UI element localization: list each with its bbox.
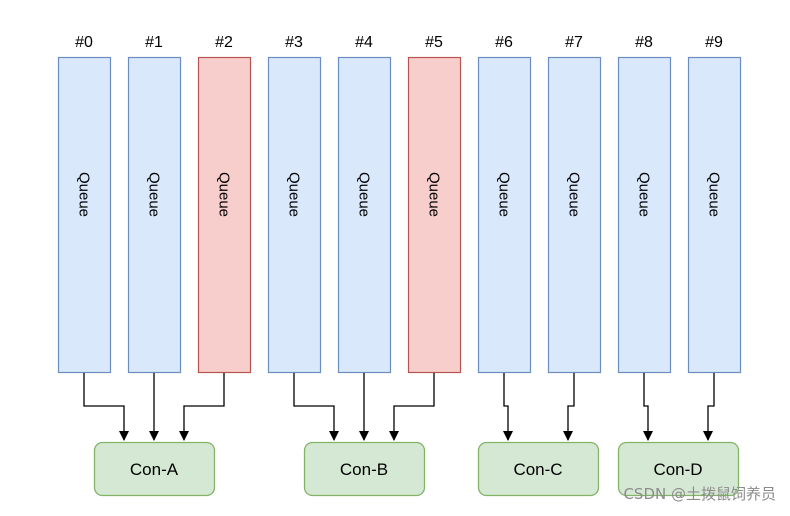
queue-box (267, 56, 322, 374)
queue-box (547, 56, 602, 374)
connector-arrow (703, 373, 715, 441)
queue-id-label: #2 (215, 34, 233, 51)
queue-text: Queue (566, 172, 583, 217)
queue-id-label: #9 (705, 34, 723, 51)
queue-box (477, 56, 532, 374)
queue-text: Queue (706, 172, 723, 217)
queue-text: Queue (356, 172, 373, 217)
queue-text: Queue (146, 172, 163, 217)
queue-id-label: #0 (75, 34, 93, 51)
queue-box (127, 56, 182, 374)
queue-id-label: #4 (355, 34, 373, 51)
queue-box-highlighted (197, 56, 252, 374)
queue-box (687, 56, 742, 374)
connector-arrow (179, 373, 225, 441)
connector-arrow (563, 373, 575, 441)
queue-id-label: #5 (425, 34, 443, 51)
queue-text: Queue (496, 172, 513, 217)
connectors-group (83, 373, 715, 441)
queue-id-label: #1 (145, 34, 163, 51)
queue-text: Queue (216, 172, 233, 217)
consumer-label: Con-B (340, 460, 388, 479)
consumers-group: Con-A Con-B Con-C Con-D (93, 441, 740, 497)
queue-id-label: #8 (635, 34, 653, 51)
consumer-label: Con-C (513, 460, 562, 479)
queue-id-label: #3 (285, 34, 303, 51)
queue-box (617, 56, 672, 374)
connector-arrow (643, 373, 653, 441)
connector-arrow (389, 373, 435, 441)
consumer-box (617, 441, 740, 497)
consumer-label: Con-A (130, 460, 179, 479)
queue-id-label: #6 (495, 34, 513, 51)
queue-box (337, 56, 392, 374)
consumer-label: Con-D (653, 460, 702, 479)
queue-box (57, 56, 112, 374)
consumer-box (477, 441, 600, 497)
queue-box-highlighted (407, 56, 462, 374)
queue-text: Queue (286, 172, 303, 217)
watermark: CSDN @土拨鼠饲养员 (623, 485, 776, 503)
queue-id-label: #7 (565, 34, 583, 51)
connector-arrow (503, 373, 513, 441)
connector-arrow (83, 373, 129, 441)
queue-text: Queue (636, 172, 653, 217)
connector-arrow (293, 373, 339, 441)
consumer-box (93, 441, 216, 497)
queue-text: Queue (426, 172, 443, 217)
queue-text: Queue (76, 172, 93, 217)
consumer-box (303, 441, 426, 497)
